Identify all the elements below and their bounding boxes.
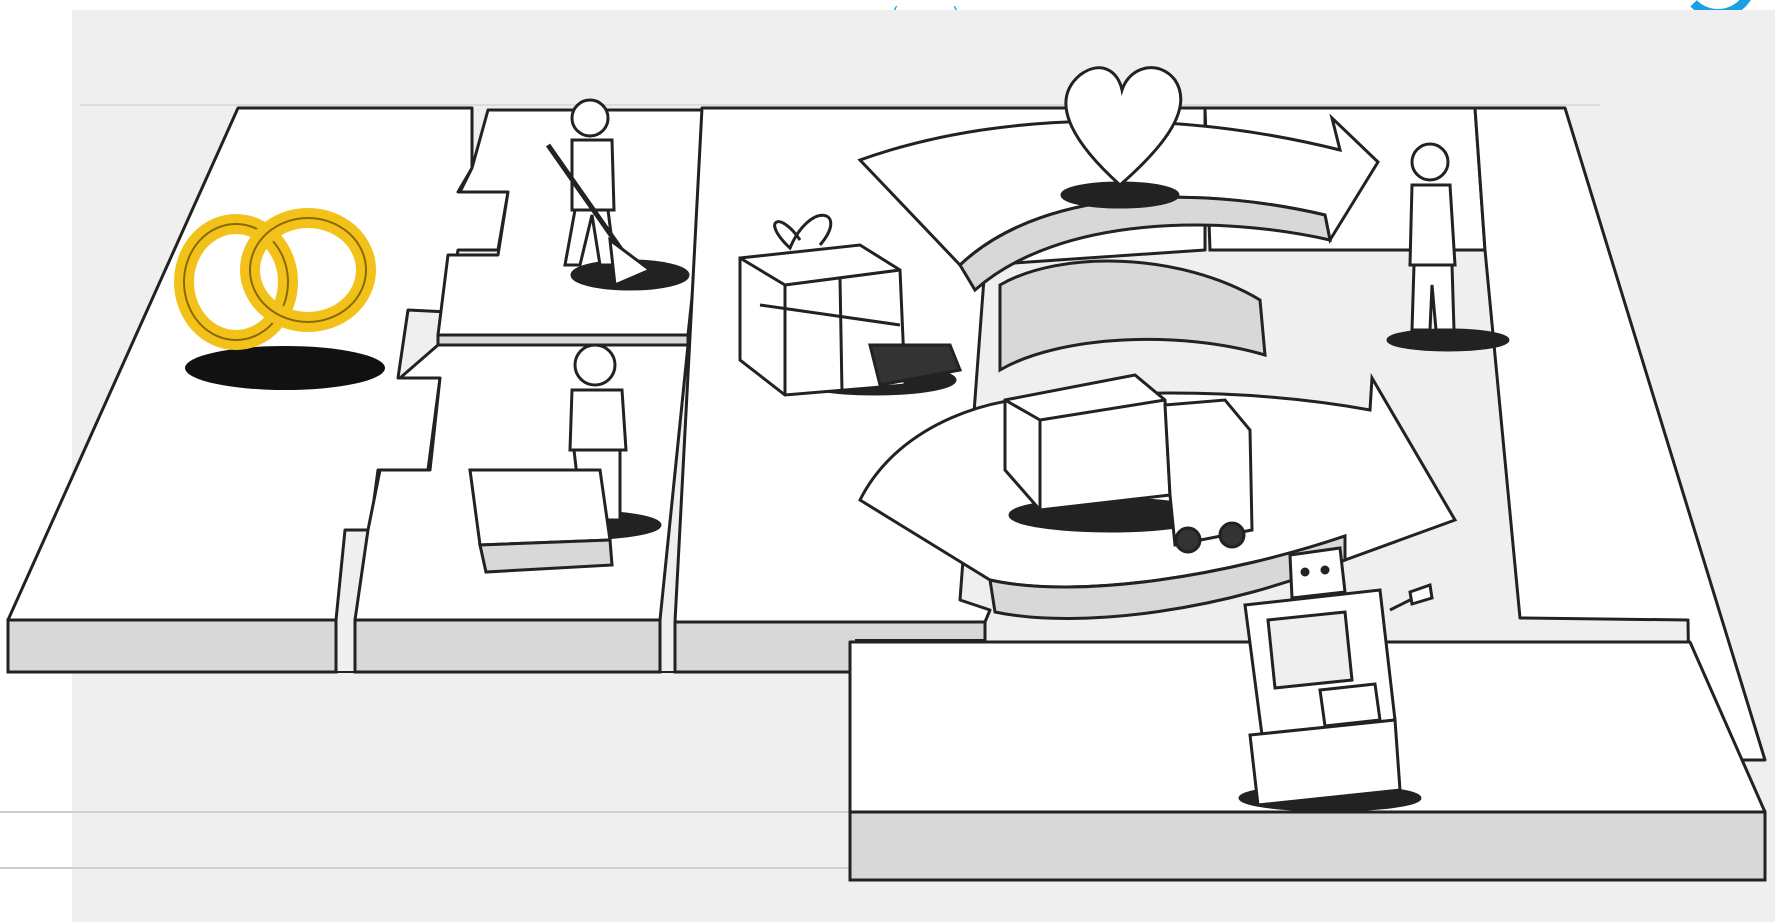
delivery-truck-icon <box>1005 375 1252 552</box>
heart-icon <box>1062 68 1181 207</box>
